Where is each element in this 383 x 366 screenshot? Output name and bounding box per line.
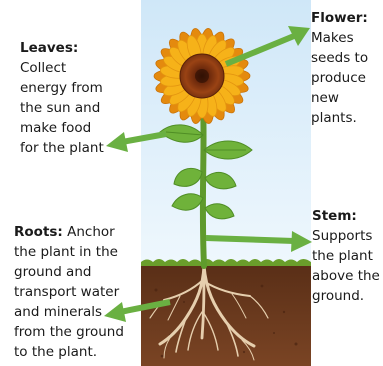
stem-label: Stem: Supports the plant above the groun…: [312, 206, 383, 306]
roots-text-line: from the ground: [14, 322, 136, 342]
stem-text-line: ground.: [312, 286, 383, 306]
flower-text-line: plants.: [311, 108, 383, 128]
stem-text-line: the plant: [312, 246, 383, 266]
roots-first-line: Roots: Anchor: [14, 222, 136, 242]
leaves-text-line: the sun and: [20, 98, 135, 118]
leaves-text-line: make food: [20, 118, 135, 138]
stem-text-line: Supports: [312, 226, 383, 246]
leaves-text-line: for the plant: [20, 138, 135, 158]
flower-text-line: Makes: [311, 28, 383, 48]
roots-text-line: to the plant.: [14, 342, 136, 362]
soil-panel: [141, 266, 311, 366]
leaves-text-line: Collect: [20, 58, 135, 78]
roots-text-line: the plant in the: [14, 242, 136, 262]
flower-text-line: seeds to: [311, 48, 383, 68]
roots-text-line: and minerals: [14, 302, 136, 322]
stem-title: Stem:: [312, 206, 383, 226]
leaves-label: Leaves: Collect energy from the sun and …: [20, 38, 135, 158]
flower-text-line: produce: [311, 68, 383, 88]
roots-label: Roots: Anchor the plant in the ground an…: [14, 222, 136, 362]
roots-text-line: transport water: [14, 282, 136, 302]
leaves-title: Leaves:: [20, 38, 135, 58]
stem-text-line: above the: [312, 266, 383, 286]
roots-title: Roots:: [14, 224, 63, 240]
leaves-text-line: energy from: [20, 78, 135, 98]
flower-text-line: new: [311, 88, 383, 108]
flower-title: Flower:: [311, 8, 383, 28]
plant-stem: [203, 104, 204, 266]
roots-text-line: ground and: [14, 262, 136, 282]
flower-label: Flower: Makes seeds to produce new plant…: [311, 8, 383, 128]
roots-first-line-rest: Anchor: [63, 224, 115, 240]
